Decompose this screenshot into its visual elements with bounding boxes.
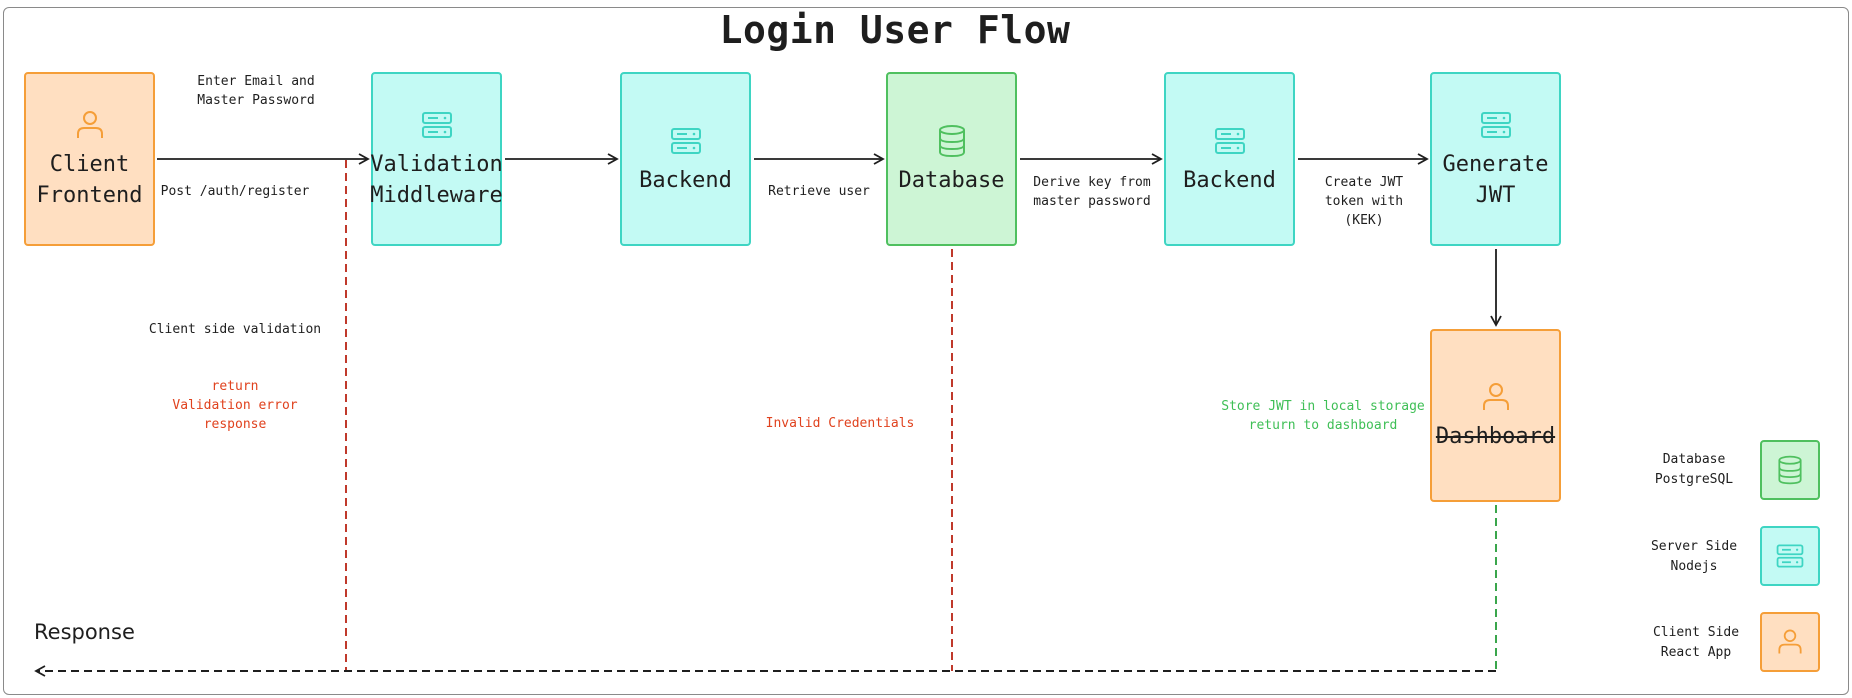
label-derive-key: Derive key from master password [1033, 175, 1151, 209]
server-icon [421, 112, 452, 138]
server-icon [1776, 544, 1804, 568]
label-validation-error: return Validation error response [172, 379, 298, 432]
legend-label-database: Database PostgreSQL [1654, 452, 1734, 487]
label-post-register: Post /auth/register [160, 184, 310, 199]
legend-swatch-server [1760, 526, 1820, 586]
legend-label-client: Client Side React App [1652, 625, 1740, 660]
node-dashboard[interactable]: Dashboard [1430, 329, 1561, 502]
node-backend-2[interactable]: Backend [1164, 72, 1295, 246]
node-label: Client Frontend [36, 152, 143, 208]
node-label: Backend [639, 167, 732, 193]
node-label: Generate JWT [1442, 152, 1549, 208]
server-icon [1480, 112, 1511, 138]
node-client-frontend[interactable]: Client Frontend [24, 72, 155, 246]
label-store-jwt: Store JWT in local storage return to das… [1221, 399, 1425, 433]
node-generate-jwt[interactable]: Generate JWT [1430, 72, 1561, 246]
node-backend-1[interactable]: Backend [620, 72, 751, 246]
node-label: Backend [1183, 167, 1276, 193]
label-invalid-credentials: Invalid Credentials [765, 416, 915, 431]
database-icon [1778, 455, 1802, 485]
label-enter-credentials: Enter Email and Master Password [197, 74, 315, 108]
node-validation-middleware[interactable]: Validation Middleware [370, 72, 503, 246]
user-icon [1482, 383, 1509, 410]
legend-label-server: Server Side Nodejs [1650, 539, 1738, 574]
node-database[interactable]: Database [886, 72, 1017, 246]
diagram-title: Login User Flow [719, 8, 1071, 52]
node-label: Validation Middleware [370, 152, 503, 208]
node-label: Database [898, 167, 1005, 193]
database-icon [938, 124, 965, 157]
label-response: Response [34, 620, 135, 644]
node-label: Dashboard [1435, 424, 1556, 449]
label-retrieve-user: Retrieve user [768, 184, 870, 199]
server-icon [670, 127, 701, 154]
user-icon [76, 111, 103, 138]
user-icon [1778, 629, 1802, 654]
label-client-validation: Client side validation [148, 322, 322, 337]
legend-swatch-database [1760, 440, 1820, 500]
server-icon [1214, 127, 1245, 154]
label-create-jwt: Create JWT token with (KEK) [1324, 175, 1404, 228]
diagram-frame [3, 7, 1849, 695]
legend-swatch-client [1760, 612, 1820, 672]
